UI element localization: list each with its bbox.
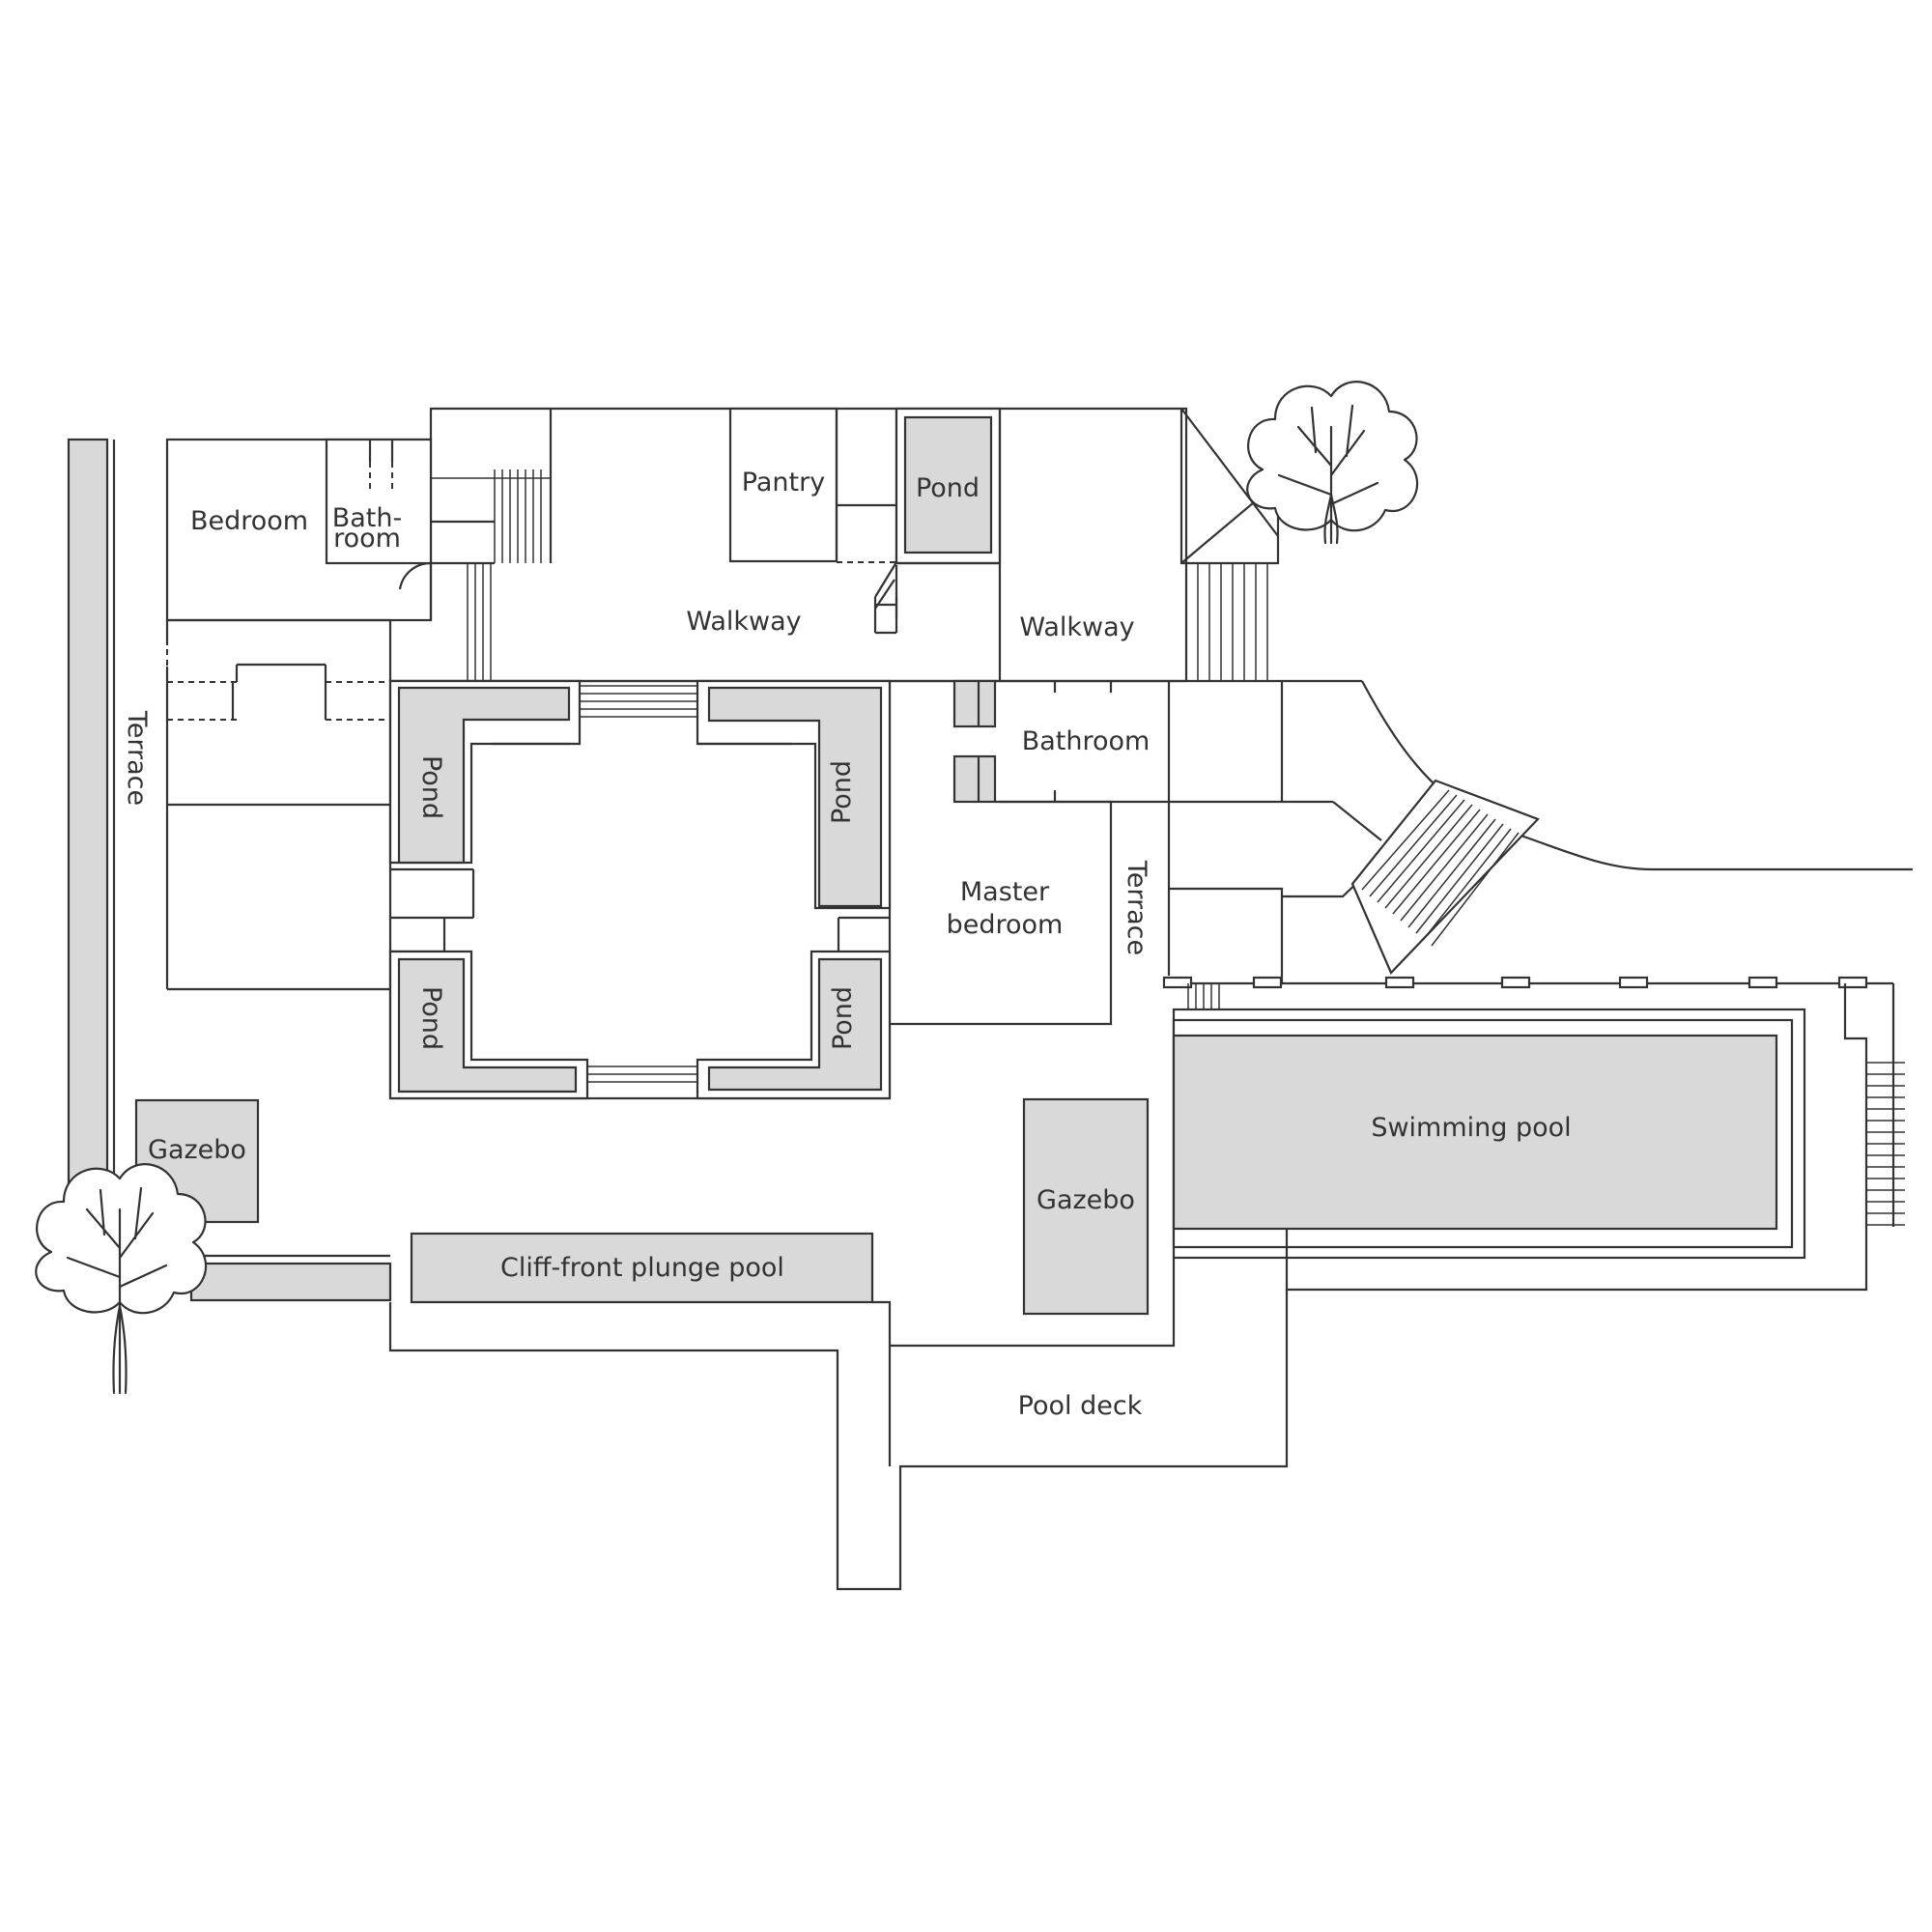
west-terrace-strip [67, 438, 116, 1246]
pool-deck [388, 1290, 1289, 1591]
tree-icon [1246, 381, 1419, 545]
courtyard-top-steps [580, 685, 697, 718]
label-bedroom: Bedroom [190, 506, 308, 536]
label-pool-deck: Pool deck [1018, 1391, 1143, 1421]
bedroom-wing [165, 438, 433, 622]
label-pond-br: Pond [828, 986, 858, 1050]
label-master-1: Master [960, 877, 1050, 907]
pool-area [890, 976, 1905, 1348]
label-bathroom-small-2: room [333, 524, 401, 554]
master-suite [890, 679, 1362, 1026]
label-walkway-right: Walkway [1019, 612, 1134, 642]
stairs-west [431, 469, 551, 681]
label-pond-bl: Pond [416, 986, 446, 1050]
diagonal-stair [1350, 779, 1540, 975]
west-connector [189, 1254, 392, 1302]
east-wing [1169, 680, 1913, 983]
main-top-block [388, 407, 1280, 683]
label-pond-tl: Pond [416, 755, 446, 819]
tree-icon [35, 1163, 208, 1395]
label-pond-tr: Pond [827, 760, 857, 824]
pantry [728, 407, 898, 635]
label-walkway-left: Walkway [686, 607, 801, 637]
label-terrace-right: Terrace [1122, 860, 1151, 955]
east-pool-steps [1866, 1062, 1905, 1226]
label-gazebo-left: Gazebo [148, 1135, 246, 1165]
label-pond-top: Pond [916, 473, 980, 503]
courtyard [388, 679, 892, 1100]
label-bathroom-small-1: Bath- [332, 503, 403, 533]
label-gazebo-right: Gazebo [1037, 1185, 1135, 1215]
label-terrace-left: Terrace [122, 710, 152, 806]
label-plunge-pool: Cliff-front plunge pool [500, 1253, 784, 1283]
west-lower-rooms [165, 620, 390, 991]
gazebo-right [1022, 1097, 1150, 1316]
label-master-2: bedroom [947, 910, 1064, 940]
label-swimming-pool: Swimming pool [1371, 1113, 1571, 1143]
top-pond [895, 407, 1002, 565]
plunge-pool [410, 1232, 874, 1304]
label-pantry: Pantry [742, 468, 825, 497]
label-bathroom: Bathroom [1022, 726, 1151, 756]
